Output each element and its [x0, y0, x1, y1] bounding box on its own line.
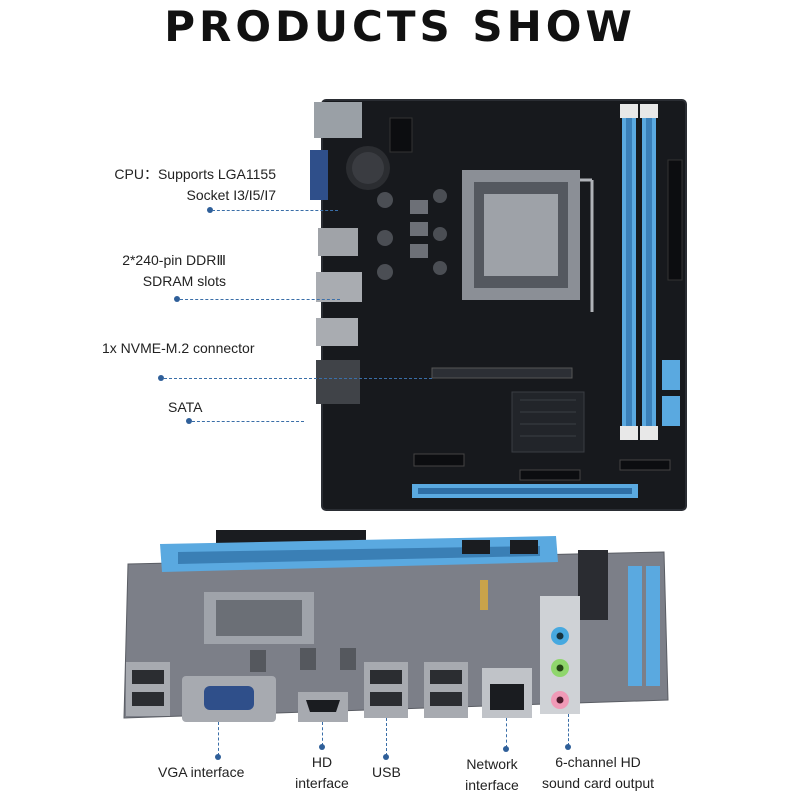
usb-port-top: [314, 102, 362, 138]
callout-cpu-line1: CPU：Supports LGA1155: [114, 166, 276, 182]
hd-dot: [319, 744, 325, 750]
page-title: PRODUCTS SHOW: [164, 2, 636, 51]
label-sound: 6-channel HD sound card output: [530, 752, 666, 794]
usb-dot: [383, 754, 389, 760]
label-network: Network interface: [452, 754, 532, 796]
label-vga: VGA interface: [158, 764, 245, 780]
callout-ddr-line1: 2*240-pin DDRⅢ: [122, 252, 226, 268]
callout-sata-dot: [186, 418, 192, 424]
callout-cpu-dot: [207, 207, 213, 213]
label-network-line1: Network: [466, 756, 518, 772]
callout-sata-leader: [192, 421, 304, 422]
callout-cpu: CPU：Supports LGA1155 Socket I3/I5/I7: [60, 164, 276, 206]
callout-ddr-leader: [180, 299, 340, 300]
net-dot: [503, 746, 509, 752]
callout-ddr-line2: SDRAM slots: [142, 273, 226, 289]
callout-nvme: 1x NVME-M.2 connector: [102, 340, 255, 356]
callout-nvme-dot: [158, 375, 164, 381]
vga-port-top: [310, 150, 328, 200]
vga-dot: [215, 754, 221, 760]
callout-cpu-leader: [212, 210, 338, 211]
label-hd-line1: HD: [311, 754, 333, 770]
callout-ddr-dot: [174, 296, 180, 302]
callout-nvme-leader: [164, 378, 432, 379]
label-hd: HD interface: [282, 752, 362, 794]
sound-leader: [568, 714, 569, 746]
callout-cpu-line2: Socket I3/I5/I7: [186, 187, 277, 203]
label-network-line2: interface: [465, 777, 519, 793]
motherboard-side-view: [123, 530, 669, 722]
sound-dot: [565, 744, 571, 750]
label-usb: USB: [372, 764, 401, 780]
hd-leader: [322, 722, 323, 746]
label-sound-line1: 6-channel HD: [555, 754, 641, 770]
label-sound-line2: sound card output: [541, 775, 655, 791]
label-hd-line2: interface: [295, 775, 349, 791]
usb-leader: [386, 718, 387, 756]
callout-ddr: 2*240-pin DDRⅢ SDRAM slots: [60, 250, 226, 292]
vga-leader: [218, 722, 219, 756]
callout-sata: SATA: [168, 399, 203, 415]
motherboard-top-view: [310, 99, 687, 511]
net-leader: [506, 718, 507, 748]
